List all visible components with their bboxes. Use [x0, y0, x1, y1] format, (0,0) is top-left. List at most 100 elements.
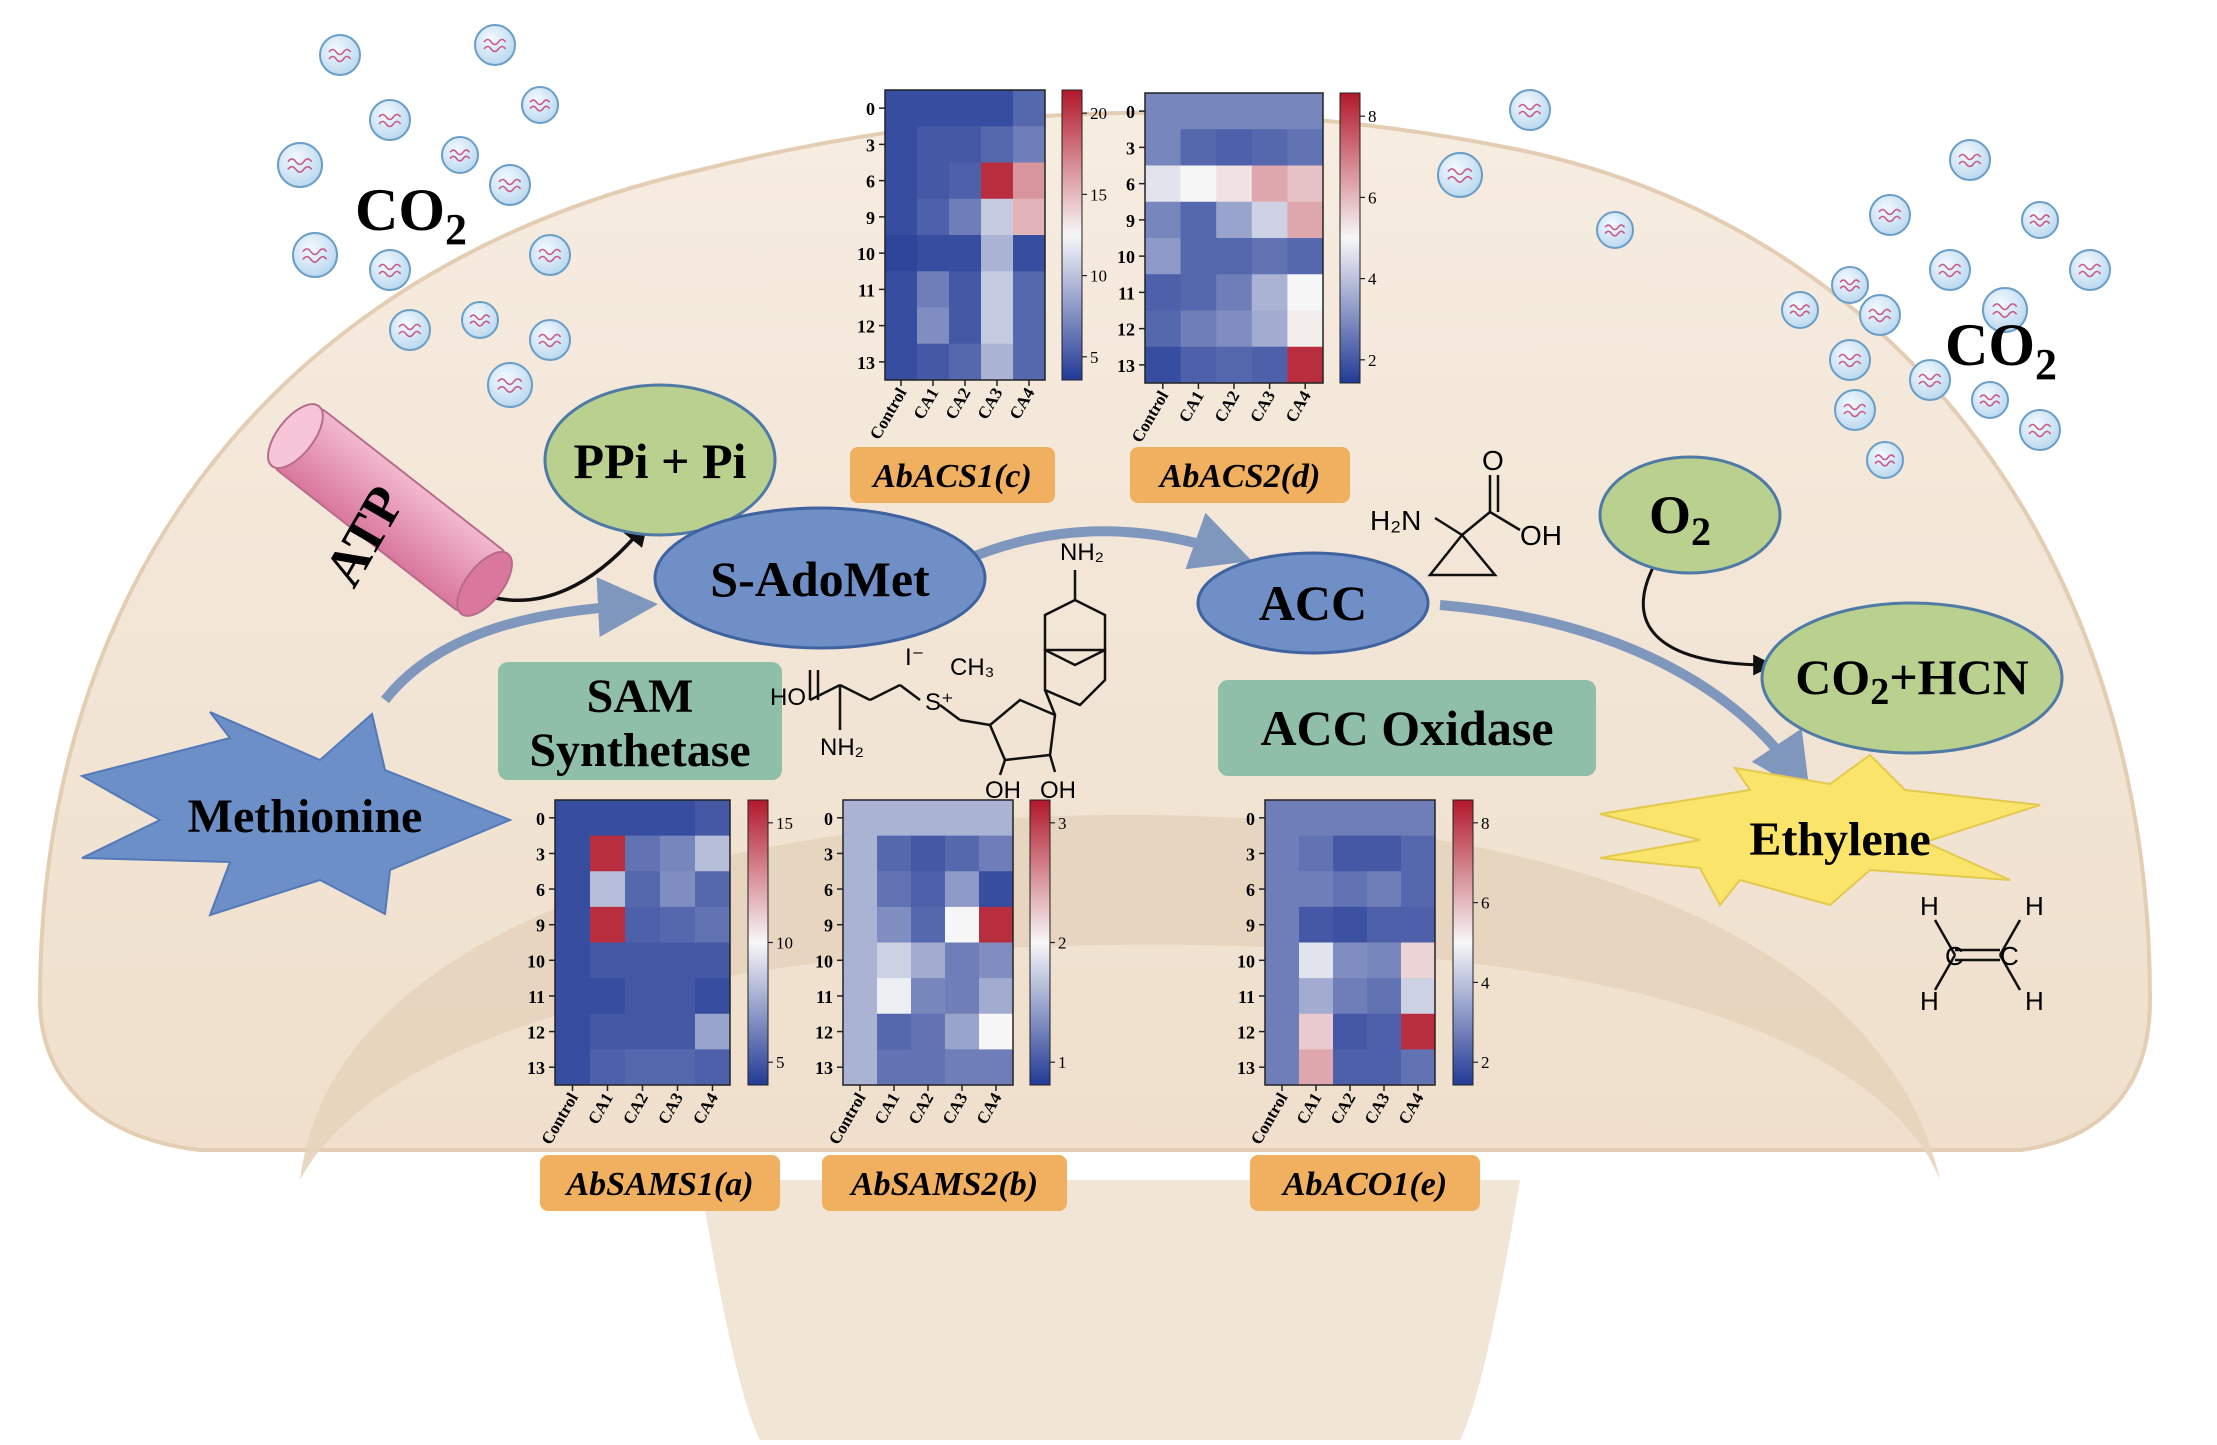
co2-bubble: [1829, 339, 1871, 381]
heatmap-row-label: 0: [1246, 809, 1255, 829]
acc-label: ACC: [1259, 575, 1367, 631]
heatmap-row-label: 13: [815, 1058, 833, 1078]
heatmap-title-box: [1250, 1155, 1480, 1211]
heatmap-cell: [877, 906, 912, 943]
heatmap-cell: [877, 942, 912, 979]
heatmap-cell: [1216, 346, 1253, 384]
heatmap-cell: [911, 1013, 946, 1050]
heatmap-row-label: 3: [536, 844, 545, 864]
heatmap-cell: [945, 871, 980, 908]
heatmap-row-label: 11: [816, 987, 833, 1007]
heatmap-cell: [660, 978, 696, 1015]
heatmap-colorbar: [1339, 92, 1361, 384]
heatmap-cell: [885, 307, 918, 345]
heatmap-cell: [1299, 1013, 1334, 1050]
heatmap-cell: [843, 835, 878, 872]
heatmap-cell: [1180, 93, 1217, 130]
heatmap-title: AbSAMS1(a): [564, 1166, 753, 1203]
heatmap-cell: [949, 126, 982, 163]
heatmap-cell: [911, 978, 946, 1015]
arrow-sadomet-to-acc: [963, 512, 1252, 570]
heatmap-cell: [885, 198, 918, 236]
heatmap-cell: [555, 835, 591, 872]
heatmap-cell: [981, 343, 1014, 381]
heatmap-cell: [1401, 1013, 1436, 1050]
heatmap-title-box: [1130, 447, 1350, 503]
heatmap-cell: [660, 800, 696, 837]
heatmap-title: AbACS1(c): [871, 458, 1032, 495]
heatmap-cell: [590, 835, 626, 872]
heatmap-cell: [1367, 835, 1402, 872]
heatmap-cell: [885, 90, 918, 127]
heatmap-cell: [945, 906, 980, 943]
co2-bubble: [1949, 139, 1991, 181]
heatmap-cell: [1401, 835, 1436, 872]
heatmap-cell: [625, 978, 661, 1015]
sam-iodide: I⁻: [905, 644, 924, 671]
heatmap-row-label: 0: [824, 809, 833, 829]
heatmap-cell: [1180, 310, 1217, 348]
heatmap-cell: [625, 906, 661, 943]
heatmap-cell: [1333, 906, 1368, 943]
heatmap-colorbar-tick: 6: [1368, 188, 1377, 207]
heatmap-cell: [949, 343, 982, 381]
heatmap-cell: [1333, 942, 1368, 979]
heatmap-cell: [1013, 90, 1046, 127]
co2-bubble: [1781, 291, 1819, 329]
heatmap-cell: [1251, 165, 1288, 203]
heatmap-cell: [1251, 310, 1288, 348]
heatmap-colorbar-tick: 5: [776, 1053, 785, 1072]
heatmap-cell: [1367, 1049, 1402, 1086]
heatmap-row-label: 3: [824, 844, 833, 864]
heatmap-cell: [1216, 129, 1253, 166]
heatmap-cell: [911, 835, 946, 872]
heatmap-cell: [981, 162, 1014, 200]
ethylene-node: Ethylene: [1599, 753, 2041, 907]
heatmap-cell: [843, 871, 878, 908]
heatmap-colorbar-tick: 8: [1368, 107, 1377, 126]
heatmap-cell: [979, 871, 1014, 908]
heatmap-cell: [1401, 942, 1436, 979]
heatmap-cell: [877, 835, 912, 872]
heatmap-cell: [843, 1049, 878, 1086]
heatmap-colorbar-tick: 8: [1481, 814, 1490, 833]
arrow-acc-to-ethylene: [1439, 600, 1810, 795]
heatmap-cell: [695, 1049, 731, 1086]
heatmap-cell: [695, 906, 731, 943]
heatmap-cell: [660, 906, 696, 943]
heatmap-row-label: 3: [1126, 138, 1135, 158]
heatmap-cell: [1180, 165, 1217, 203]
co2-bubble: [529, 234, 571, 276]
heatmap-row-label: 3: [866, 135, 875, 155]
heatmap-cell: [1367, 800, 1402, 837]
co2-bubbles: [277, 24, 2111, 479]
heatmap-cell: [695, 800, 731, 837]
heatmap-colorbar-tick: 6: [1481, 894, 1490, 913]
heatmap-cell: [1333, 978, 1368, 1015]
heatmap-cell: [1287, 129, 1324, 166]
co2-right-label: CO2: [1945, 312, 2057, 389]
heatmap-cell: [1265, 978, 1300, 1015]
heatmap-cell: [945, 1049, 980, 1086]
heatmap-cell: [981, 235, 1014, 272]
co2-bubble: [1971, 381, 2009, 419]
heatmap-cell: [555, 1013, 591, 1050]
sam-synthetase-box: SAM Synthetase: [498, 662, 782, 780]
heatmap-cell: [1145, 238, 1182, 275]
heatmap-cell: [1216, 165, 1253, 203]
heatmap-cell: [1216, 201, 1253, 239]
heatmap-colorbar: [1029, 799, 1051, 1086]
heatmap-row-label: 9: [1126, 211, 1135, 231]
heatmap-cell: [625, 1049, 661, 1086]
heatmap-cell: [1216, 274, 1253, 311]
heatmap-cell: [877, 1013, 912, 1050]
heatmap-cell: [843, 942, 878, 979]
heatmap-row-label: 6: [866, 172, 875, 192]
heatmap-cell: [660, 1049, 696, 1086]
heatmap-cell: [625, 942, 661, 979]
heatmap-colorbar: [1452, 799, 1474, 1086]
heatmap-colorbar-tick: 10: [1090, 267, 1107, 286]
heatmap-cell: [1251, 129, 1288, 166]
sam-ho: HO: [770, 684, 806, 711]
